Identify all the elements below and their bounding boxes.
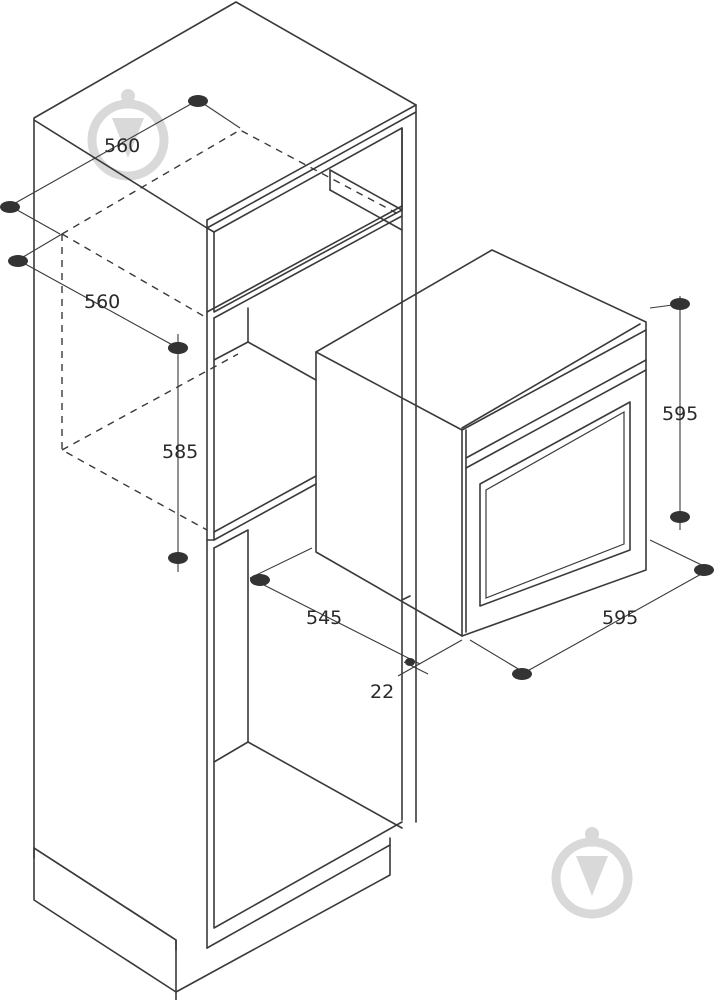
tall-cabinet <box>33 1 417 1000</box>
dim-niche-width-top: 560 <box>0 95 241 235</box>
dim-niche-depth: 560 <box>8 233 188 354</box>
upper-compartment <box>213 127 403 313</box>
watermark-logo-bottom <box>551 827 633 919</box>
dim-oven-height: 595 <box>649 296 698 530</box>
cabinet-top-slab <box>33 1 417 229</box>
dim-label-front-panel-thickness: 22 <box>370 681 394 703</box>
oven-body <box>315 249 647 637</box>
dim-label-niche-height: 585 <box>162 441 198 463</box>
dim-front-panel-thickness: 22 <box>370 639 463 703</box>
watermark-logo-top <box>87 89 169 181</box>
dim-label-niche-depth: 560 <box>84 291 120 313</box>
cabinet-plinth <box>33 847 177 1000</box>
dim-label-oven-depth: 545 <box>306 607 342 629</box>
cabinet-left-side <box>33 119 177 951</box>
dim-oven-width: 595 <box>469 539 714 680</box>
oven-niche <box>213 359 317 533</box>
dim-label-niche-width-top: 560 <box>104 135 140 157</box>
oven-control-panel <box>465 359 647 459</box>
built-in-oven <box>315 249 647 637</box>
dim-oven-depth: 545 <box>249 547 421 666</box>
dim-label-oven-height: 595 <box>662 403 698 425</box>
niche-hidden-outline <box>61 234 208 531</box>
dim-niche-height: 585 <box>162 334 198 572</box>
lower-compartment <box>213 547 403 929</box>
dim-label-oven-width: 595 <box>602 607 638 629</box>
oven-door-window <box>479 401 631 607</box>
